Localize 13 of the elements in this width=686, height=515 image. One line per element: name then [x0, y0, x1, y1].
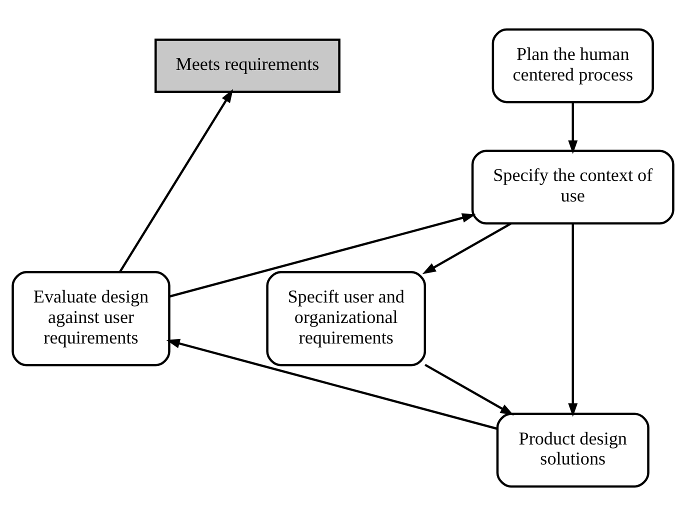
node-box: Specify the context of use — [471, 149, 674, 224]
node-box: Specift user and organizational requirements — [266, 270, 426, 366]
arrow — [169, 212, 476, 298]
node-box: Evaluate design against user requirements — [12, 270, 170, 366]
arrow — [568, 223, 578, 416]
node-box: Product design solutions — [496, 412, 650, 488]
arrow — [119, 88, 234, 272]
node-box: Plan the human centered process — [492, 28, 654, 103]
node-box: Meets requirements — [154, 38, 340, 93]
arrow — [422, 222, 512, 274]
arrow — [424, 363, 514, 415]
arrow — [568, 102, 578, 154]
arrow — [166, 338, 498, 430]
